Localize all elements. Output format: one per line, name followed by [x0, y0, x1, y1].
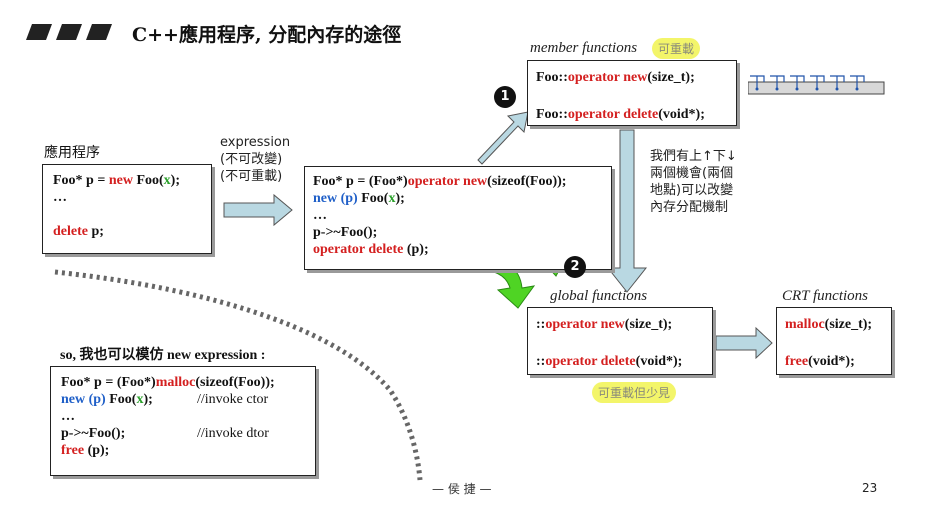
crt-line-2: free(void*); [785, 354, 855, 369]
page-title: C++應用程序, 分配內存的途徑 [132, 24, 402, 46]
expr-line-4: p->~Foo(); [313, 225, 378, 240]
expression-note-1: expression [220, 135, 291, 150]
page-number: 23 [862, 481, 878, 495]
global-highlight: 可重載但少見 [592, 382, 677, 403]
expr-line-3: … [313, 208, 327, 223]
imitate-line-1: Foo* p = (Foo*)malloc(sizeof(Foo)); [61, 375, 275, 390]
opportunity-note-3: 地點)可以改變 [650, 183, 734, 198]
app-label: 應用程序 [44, 145, 100, 161]
imitate-line-2: new (p) Foo(x);//invoke ctor [61, 392, 269, 407]
member-line-2: Foo::operator delete(void*); [536, 107, 705, 122]
crt-functions-box: malloc(size_t); free(void*); [776, 307, 892, 375]
app-line-1: Foo* p = new Foo(x); [53, 173, 180, 188]
member-functions-box: Foo::operator new(size_t); Foo::operator… [527, 60, 737, 126]
footer-author: — 侯 捷 — [432, 482, 492, 496]
imitate-intro: so, 我也可以模仿 new expression : [60, 348, 266, 363]
arrow-app-to-expr [223, 193, 293, 227]
arrow-member-to-global [606, 129, 648, 293]
opportunity-note-4: 內存分配機制 [650, 200, 729, 215]
imitate-line-3: … [61, 409, 75, 424]
dotted-curve [54, 269, 423, 481]
expression-note-3: (不可重載) [220, 169, 283, 184]
arrow-global-to-crt [715, 326, 773, 360]
app-line-2: … [53, 190, 67, 205]
opportunity-note-2: 兩個機會(兩個 [650, 166, 734, 181]
marker-1: 1 [494, 86, 516, 108]
global-line-1: ::operator new(size_t); [536, 317, 673, 332]
global-functions-label: global functions [550, 288, 648, 304]
member-highlight: 可重載 [652, 38, 701, 59]
memory-blocks-icon [747, 74, 886, 96]
expression-note: expression (不可改變) (不可重載) [220, 134, 290, 185]
expr-line-1: Foo* p = (Foo*)operator new(sizeof(Foo))… [313, 174, 567, 189]
arrow-expr-to-member [477, 111, 529, 165]
imitate-line-4: p->~Foo();//invoke dtor [61, 426, 269, 441]
expression-expansion-box: Foo* p = (Foo*)operator new(sizeof(Foo))… [304, 166, 612, 270]
opportunity-note-1: 我們有上↑下↓ [650, 149, 737, 164]
app-line-3: delete p; [53, 224, 104, 239]
imitate-line-5: free (p); [61, 443, 110, 458]
global-functions-box: ::operator new(size_t); ::operator delet… [527, 307, 713, 375]
member-functions-label: member functions [530, 40, 638, 56]
member-line-1: Foo::operator new(size_t); [536, 70, 695, 85]
opportunity-note: 我們有上↑下↓ 兩個機會(兩個 地點)可以改變 內存分配機制 [650, 148, 737, 216]
dtor-comment: //invoke dtor [197, 426, 269, 441]
header-bullets [22, 24, 112, 40]
imitation-box: Foo* p = (Foo*)malloc(sizeof(Foo)); new … [50, 366, 316, 476]
crt-functions-label: CRT functions [782, 288, 868, 304]
application-box: Foo* p = new Foo(x); … delete p; [42, 164, 212, 254]
expression-note-2: (不可改變) [220, 152, 283, 167]
ctor-comment: //invoke ctor [197, 392, 269, 407]
marker-2: 2 [564, 256, 586, 278]
expr-line-2: new (p) Foo(x); [313, 191, 405, 206]
global-line-2: ::operator delete(void*); [536, 354, 683, 369]
crt-line-1: malloc(size_t); [785, 317, 873, 332]
expr-line-5: operator delete (p); [313, 242, 429, 257]
